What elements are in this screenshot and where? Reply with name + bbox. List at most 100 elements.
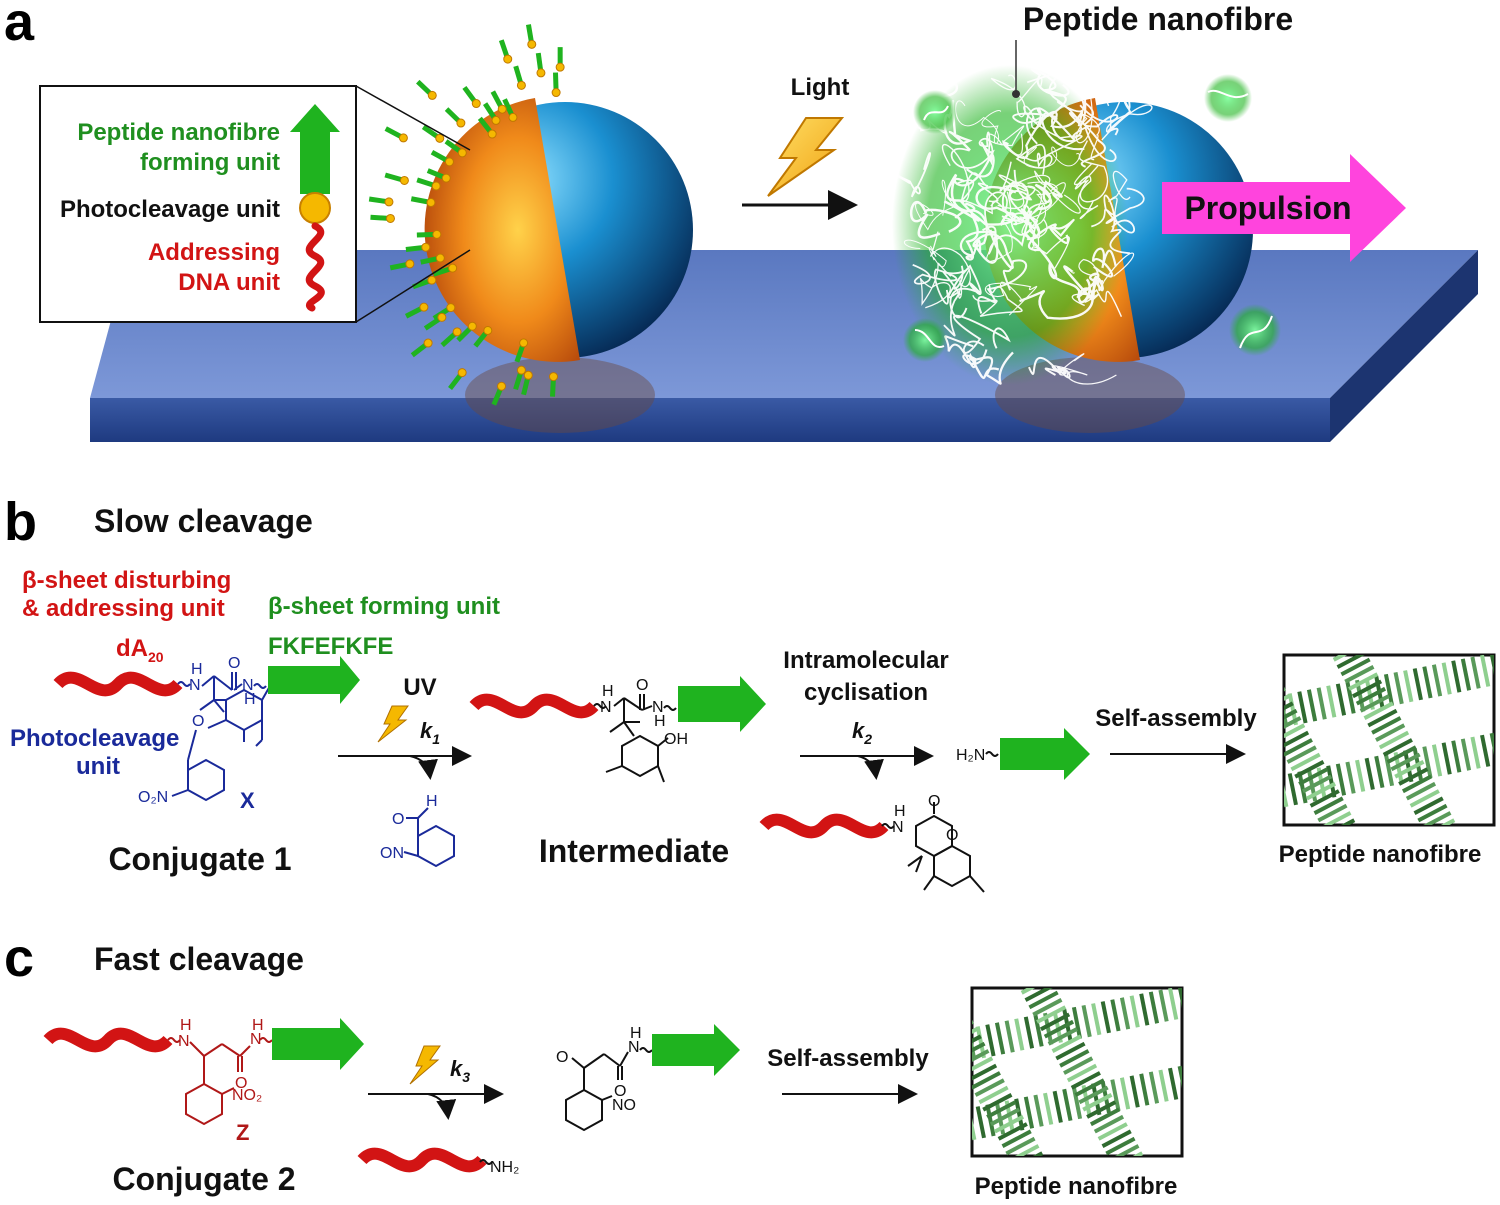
nanofibre-tangle xyxy=(884,63,1153,385)
svg-text:O: O xyxy=(614,1083,626,1100)
k3-label: k3 xyxy=(450,1056,470,1085)
svg-text:H: H xyxy=(894,803,906,820)
svg-text:H: H xyxy=(654,713,666,730)
peptide-dna-unit xyxy=(555,47,565,72)
peptide-dna-unit xyxy=(551,72,561,98)
panel-c-letter: c xyxy=(4,928,34,988)
svg-text:NO: NO xyxy=(612,1097,636,1114)
light-label: Light xyxy=(791,74,850,101)
legend-peptide-line1: Peptide nanofibre xyxy=(77,119,280,146)
x-label: X xyxy=(240,788,255,813)
dna-wave-icon xyxy=(305,222,325,312)
intermediate-structure: N H O N H OH xyxy=(469,676,766,783)
peptide-dna-unit xyxy=(405,242,431,253)
peptide-arrow-icon xyxy=(268,656,360,704)
svg-text:N: N xyxy=(652,699,664,716)
propulsion-label: Propulsion xyxy=(1184,190,1351,226)
photocleavage-line1: Photocleavage xyxy=(10,725,179,752)
released-dna xyxy=(357,1147,487,1173)
peptide-dna-unit xyxy=(420,253,445,265)
peptide-dna-unit xyxy=(416,79,437,100)
peptide-dna-unit xyxy=(491,381,507,406)
z-label: Z xyxy=(236,1120,249,1145)
svg-text:O: O xyxy=(235,1075,247,1092)
peptide-dna-unit xyxy=(548,372,558,397)
lactone-byproduct: N H O O xyxy=(759,793,985,893)
svg-text:H: H xyxy=(244,691,256,708)
peptide-dna-unit xyxy=(456,321,477,343)
svg-text:H: H xyxy=(252,1017,264,1034)
peptide-dna-unit xyxy=(462,85,481,109)
peptide-dna-unit xyxy=(416,177,441,191)
peptide-dna-unit xyxy=(483,102,501,125)
svg-text:ON: ON xyxy=(380,845,404,862)
svg-text:O: O xyxy=(636,677,648,694)
legend-peptide-line2: forming unit xyxy=(140,149,280,176)
disturbing-line2: & addressing unit xyxy=(22,595,225,622)
peptide-dna-unit xyxy=(477,116,497,139)
peptide-dna-unit xyxy=(473,325,493,348)
conjugate-2-label: Conjugate 2 xyxy=(112,1161,295,1197)
peptide-dna-unit xyxy=(410,338,433,358)
peptide-arrow-icon xyxy=(272,1018,364,1070)
peptide-arrow-icon xyxy=(652,1024,740,1076)
intramolecular-line1: Intramolecular xyxy=(783,647,948,674)
intramolecular-line2: cyclisation xyxy=(804,679,928,706)
photocleavage-dot-icon xyxy=(299,192,331,224)
svg-text:H: H xyxy=(426,793,438,810)
peptide-dna-unit xyxy=(444,107,466,128)
peptide-dna-unit xyxy=(370,213,395,223)
peptide-dna-unit xyxy=(521,370,533,396)
disturbing-line1: β-sheet disturbing xyxy=(22,567,231,594)
panel-c-title: Fast cleavage xyxy=(94,941,304,977)
peptide-dna-unit xyxy=(416,229,442,239)
peptide-arrow-icon xyxy=(678,676,766,732)
intermediate-label: Intermediate xyxy=(539,833,729,869)
nitrosobenzaldehyde: O H ON xyxy=(380,793,455,868)
panel-b-letter: b xyxy=(4,492,37,552)
peptide-dna-unit xyxy=(426,168,451,183)
conjugate-1-structure: N H O N H O O₂N X xyxy=(53,655,360,813)
peptide-dna-unit xyxy=(410,196,436,208)
svg-text:OH: OH xyxy=(664,731,688,748)
peptide-dna-unit xyxy=(384,172,409,185)
peptide-dna-unit xyxy=(513,365,526,391)
peptide-arrow-icon xyxy=(290,104,340,194)
svg-text:H: H xyxy=(602,683,614,700)
peptide-arrow-icon xyxy=(1000,728,1090,780)
peptide-dna-unit xyxy=(490,90,507,114)
peptide-dna-unit xyxy=(430,149,454,167)
svg-text:O: O xyxy=(556,1049,568,1066)
panel-b-title: Slow cleavage xyxy=(94,503,313,539)
janus-particle-before xyxy=(424,98,693,433)
k2-label: k2 xyxy=(852,718,872,747)
peptide-dna-unit xyxy=(535,52,546,78)
da-label: dA20 xyxy=(116,635,164,665)
peptide-dna-unit xyxy=(404,302,429,319)
conjugate-1-label: Conjugate 1 xyxy=(108,841,291,877)
sequence-label: FKFEFKFE xyxy=(268,633,393,660)
product-c-structure: O O N H NO xyxy=(556,1024,740,1132)
uv-label: UV xyxy=(403,674,436,701)
svg-text:O: O xyxy=(946,827,958,844)
conjugate-2-structure: N H O N H NO₂ Z xyxy=(43,1017,364,1145)
legend-addressing-line1: Addressing xyxy=(148,239,280,266)
peptide-dna-unit xyxy=(514,338,529,363)
panel-a-letter: a xyxy=(4,0,35,52)
self-assembly-label-c: Self-assembly xyxy=(767,1045,929,1072)
peptide-dna-unit xyxy=(412,275,437,290)
svg-text:NO₂: NO₂ xyxy=(232,1087,262,1104)
peptide-dna-unit xyxy=(389,259,415,271)
svg-text:H: H xyxy=(630,1025,642,1042)
peptide-dna-units xyxy=(368,24,565,406)
peptide-dna-unit xyxy=(423,312,447,331)
nh2-label: NH₂ xyxy=(490,1159,519,1176)
svg-text:N: N xyxy=(178,1033,190,1050)
h2n-label: H₂N xyxy=(956,747,985,764)
svg-text:O: O xyxy=(928,793,940,810)
svg-text:N: N xyxy=(242,677,254,694)
svg-text:O: O xyxy=(192,713,204,730)
peptide-dna-unit xyxy=(384,126,408,143)
nanofibre-image-b xyxy=(1282,653,1496,827)
